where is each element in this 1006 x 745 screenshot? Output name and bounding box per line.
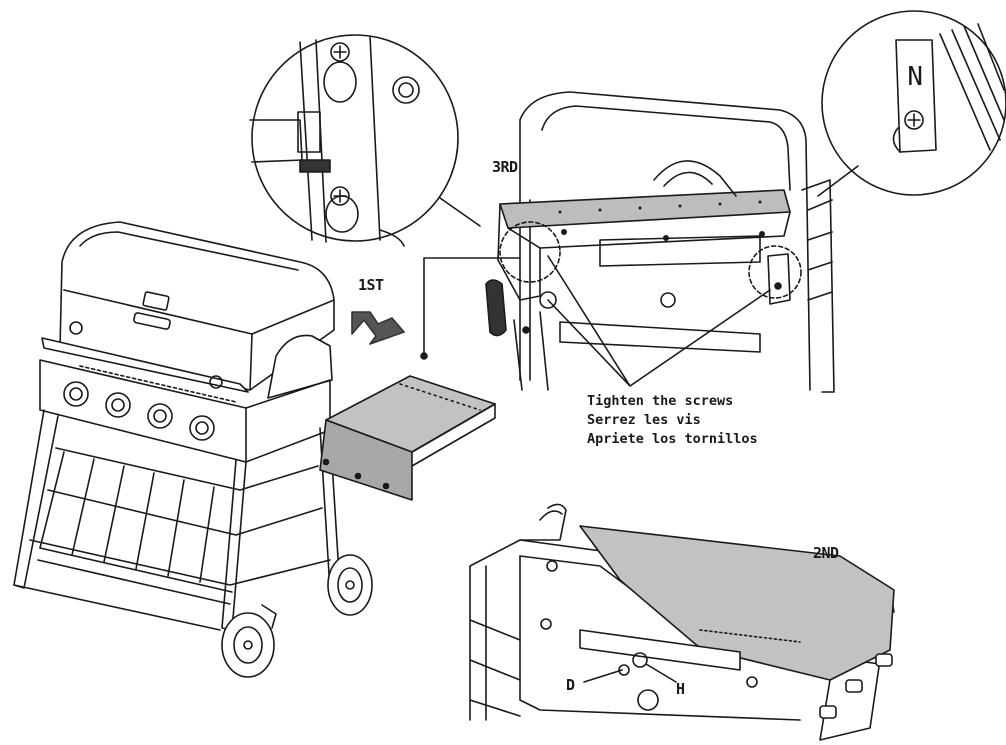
side-shelf (319, 375, 496, 501)
step-3-label: 3RD (492, 158, 518, 176)
callout-d: D (566, 676, 576, 694)
direction-arrow-icon (351, 311, 405, 345)
cart-wheels (221, 554, 373, 678)
detail-leader-right (817, 165, 859, 197)
frame-assembly-view (485, 91, 835, 393)
screw-detail-left (249, 34, 459, 247)
step-2-label: 2ND (813, 544, 839, 562)
detail-leader-left (439, 197, 481, 227)
tighten-leaders (547, 255, 771, 387)
tighten-instructions: Tighten the screws Serrez les vis Apriet… (587, 392, 758, 449)
callout-h: H (676, 680, 686, 698)
svg-text:N: N (907, 59, 923, 89)
instruction-french: Serrez les vis (587, 412, 701, 428)
instruction-spanish: Apriete los tornillos (587, 431, 758, 447)
interior-detail-view (469, 503, 895, 741)
leader-line (423, 257, 521, 357)
cart-shelves (37, 447, 323, 605)
callout-d-leader (583, 669, 623, 683)
callout-h-leader (645, 663, 677, 683)
control-knobs (63, 381, 215, 441)
grill-illustration (13, 221, 373, 678)
screw-detail-right: N (821, 10, 1006, 196)
step-1-label: 1ST (358, 276, 384, 294)
instruction-english: Tighten the screws (587, 393, 734, 409)
